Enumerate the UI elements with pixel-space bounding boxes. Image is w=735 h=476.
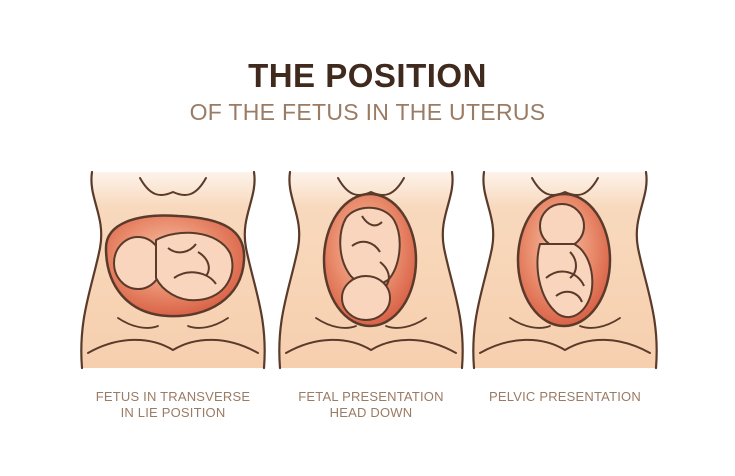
caption-line: PELVIC PRESENTATION <box>489 389 641 404</box>
page-subtitle: OF THE FETUS IN THE UTERUS <box>189 99 546 125</box>
torso-illustration <box>80 170 266 370</box>
panel-pelvic <box>470 168 660 373</box>
page-title: THE POSITION <box>248 57 487 94</box>
torso-illustration <box>278 170 464 370</box>
caption-transverse: FETUS IN TRANSVERSE IN LIE POSITION <box>78 389 268 421</box>
fetus-illustration <box>536 203 594 318</box>
caption-line: FETUS IN TRANSVERSE <box>95 389 251 404</box>
panel-transverse <box>78 168 268 373</box>
caption-head-down: FETAL PRESENTATION HEAD DOWN <box>276 389 466 421</box>
torso-illustration <box>472 170 658 370</box>
fetus-illustration <box>339 206 401 321</box>
caption-pelvic: PELVIC PRESENTATION <box>470 389 660 405</box>
caption-line: FETAL PRESENTATION <box>298 389 444 404</box>
caption-line: HEAD DOWN <box>329 405 413 420</box>
caption-line: IN LIE POSITION <box>120 405 226 420</box>
fetus-illustration <box>113 231 234 302</box>
panel-head-down <box>276 168 466 373</box>
